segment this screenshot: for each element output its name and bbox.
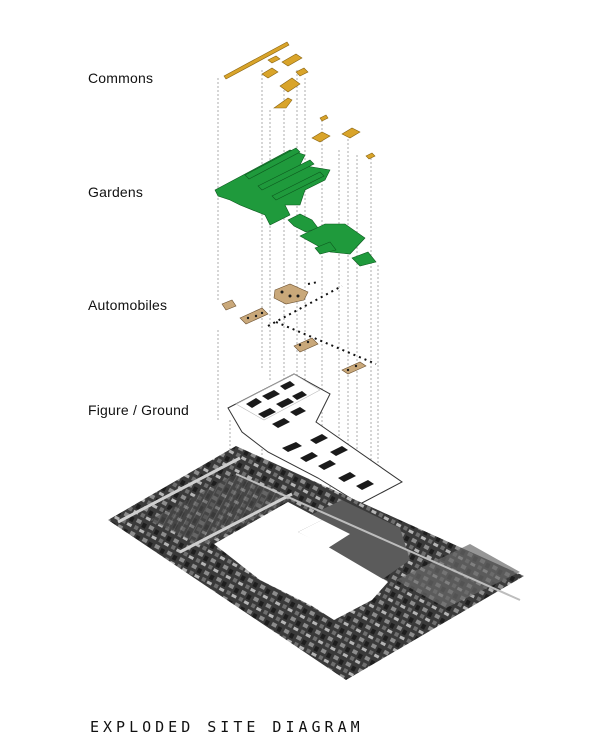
layer-label-gardens: Gardens (88, 184, 144, 200)
aerial-base-layer (108, 446, 524, 680)
figure-ground-layer (227, 373, 403, 505)
gardens-layer (214, 147, 377, 267)
diagram-title: EXPLODED SITE DIAGRAM (90, 718, 364, 736)
layer-label-automobiles: Automobiles (88, 297, 168, 313)
commons-layer (223, 41, 376, 160)
layer-label-figure-ground: Figure / Ground (88, 402, 190, 418)
layer-label-commons: Commons (88, 70, 154, 86)
automobiles-layer (221, 281, 377, 375)
